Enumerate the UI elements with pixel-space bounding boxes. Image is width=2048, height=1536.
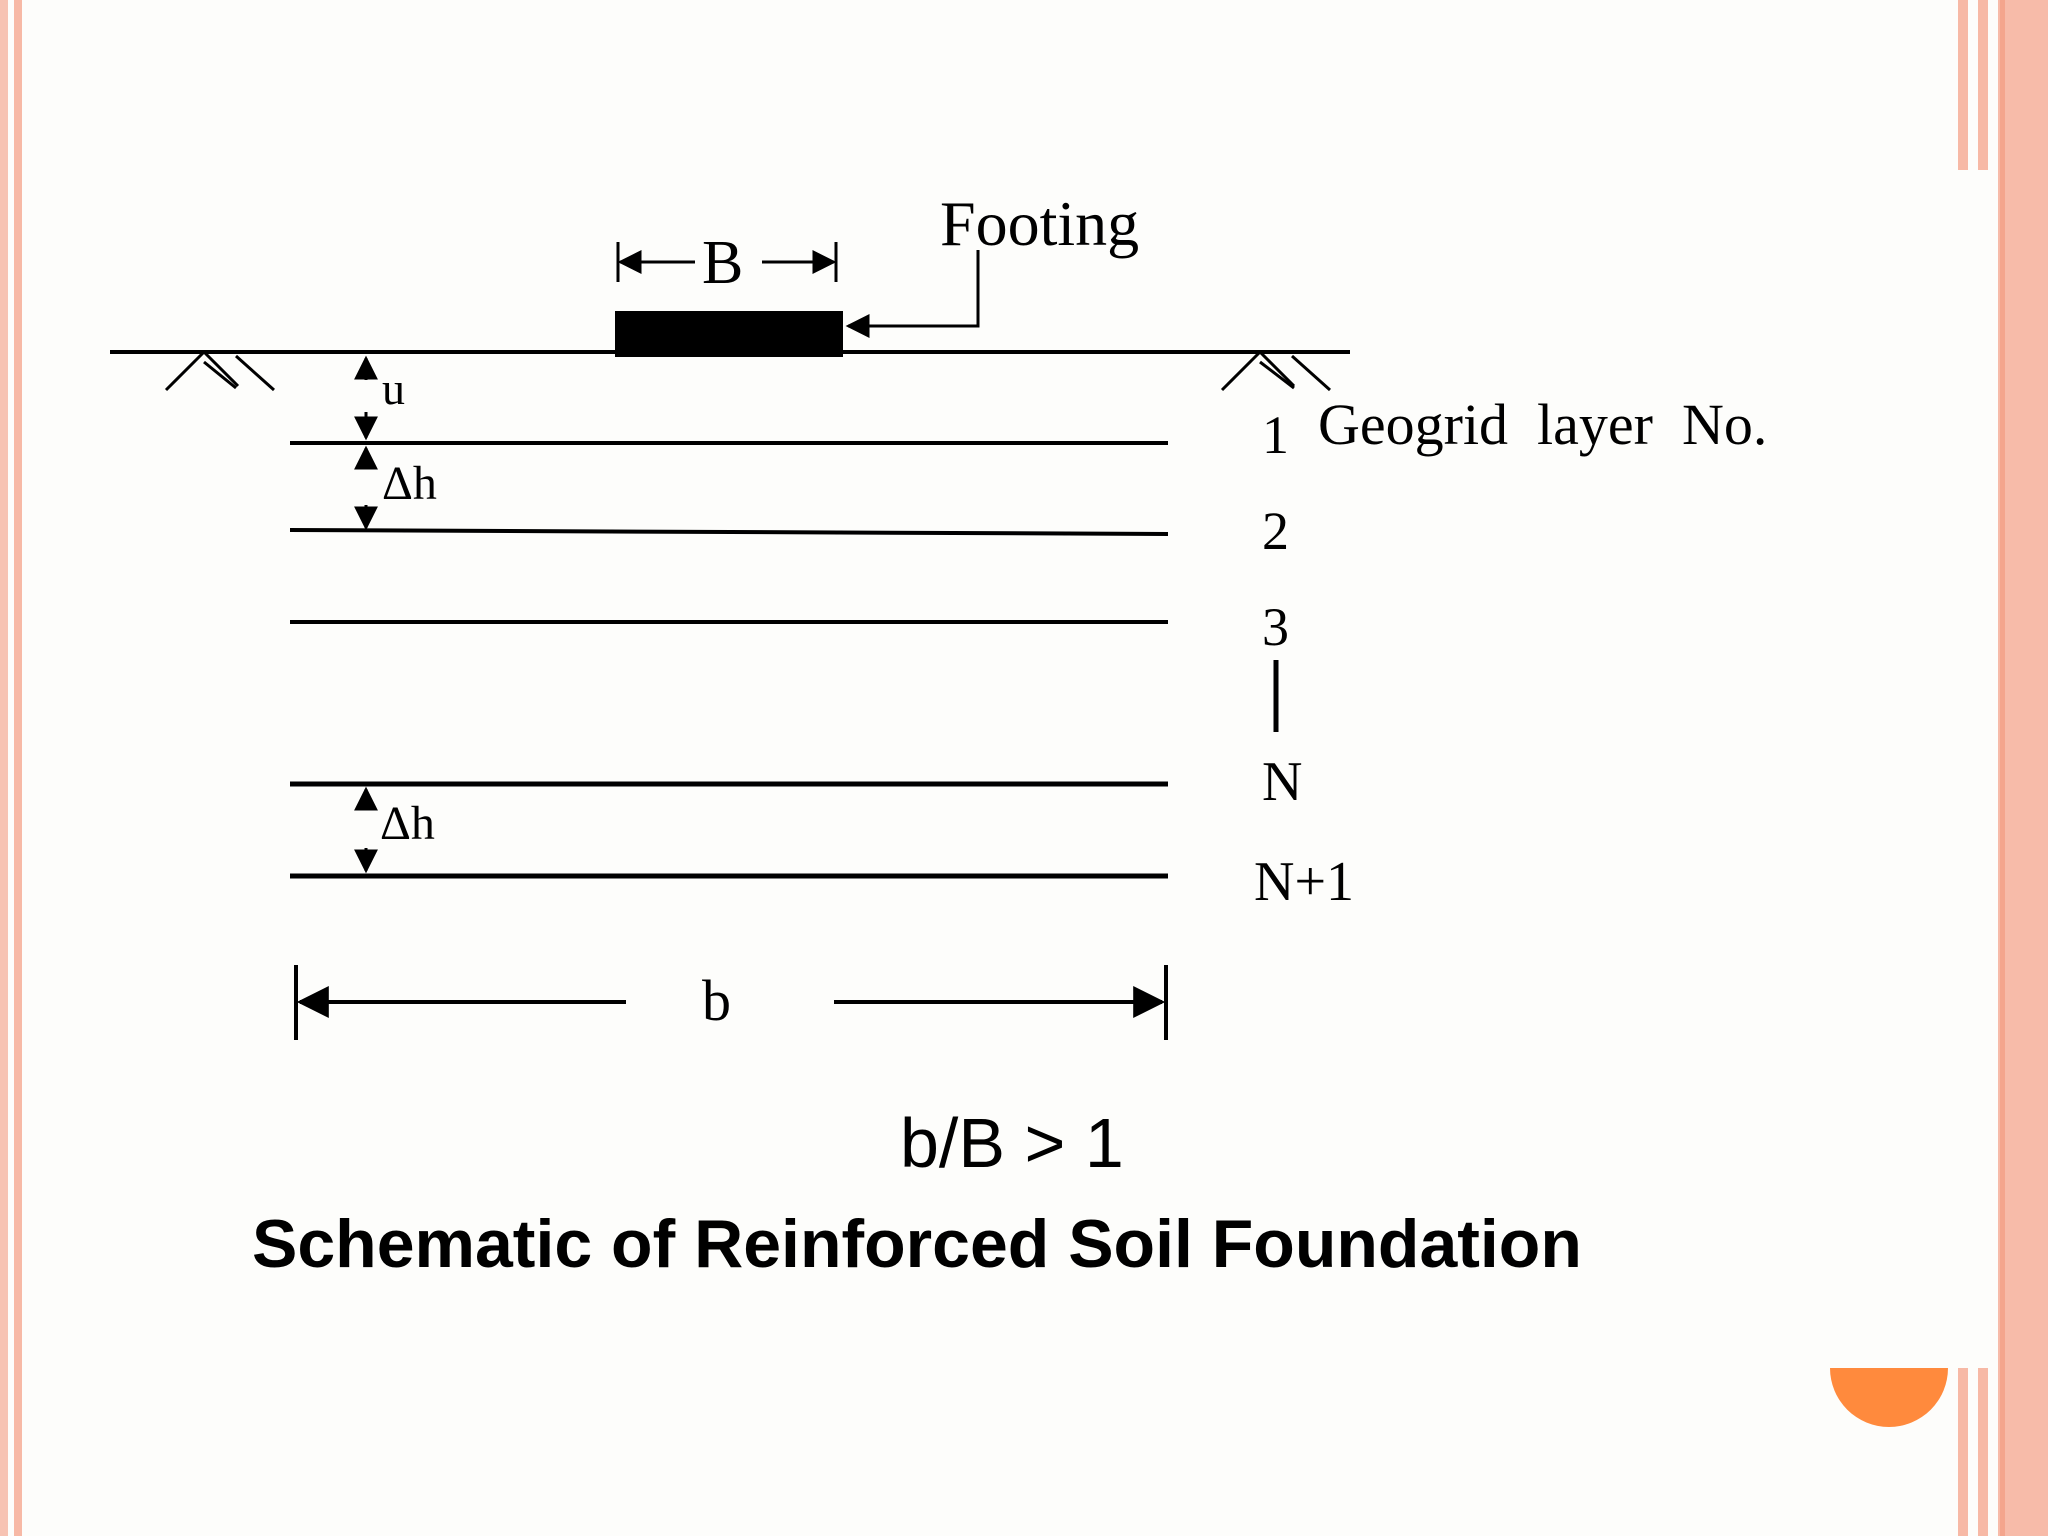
slide-caption: Schematic of Reinforced Soil Foundation xyxy=(252,1206,1582,1282)
right-frame-stripe-4 xyxy=(2000,0,2005,1536)
right-frame-stripe-lower-2 xyxy=(1978,1368,1988,1536)
reinforcement-width-label: b xyxy=(702,968,731,1033)
ratio-condition: b/B > 1 xyxy=(900,1104,1124,1182)
spacing-label-bottom: Δh xyxy=(380,797,435,850)
spacing-label-top: Δh xyxy=(382,457,437,510)
ground-hatch-symbol-left xyxy=(164,350,276,392)
left-frame-stripe-inner xyxy=(14,0,22,1536)
reinforcement-width-dimension xyxy=(294,965,1168,1040)
footing-block xyxy=(615,311,843,357)
right-frame-stripe-2 xyxy=(1978,0,1988,170)
layer-number-1: 1 xyxy=(1262,405,1289,465)
right-frame-stripe-1 xyxy=(1958,0,1968,170)
footing-label: Footing xyxy=(940,188,1140,259)
layer-number-n-plus-1: N+1 xyxy=(1254,851,1355,913)
footing-leader xyxy=(845,250,980,338)
ground-hatch-symbol-right xyxy=(1220,350,1332,392)
orange-accent-shape xyxy=(1830,1368,1948,1427)
embedment-depth-label: u xyxy=(382,363,405,414)
right-frame-stripe-lower-1 xyxy=(1958,1368,1968,1536)
right-frame-stripe-3 xyxy=(1998,0,2048,1536)
footing-width-label: B xyxy=(702,229,744,297)
layer-number-3: 3 xyxy=(1262,597,1289,657)
geogrid-heading: Geogrid layer No. xyxy=(1318,392,1768,457)
footing-width-dimension xyxy=(616,242,838,282)
geogrid-layer-2 xyxy=(289,528,1169,536)
layer-number-n: N xyxy=(1262,751,1303,813)
layer-number-2: 2 xyxy=(1262,501,1289,561)
left-frame-stripe-outer xyxy=(0,0,8,1536)
